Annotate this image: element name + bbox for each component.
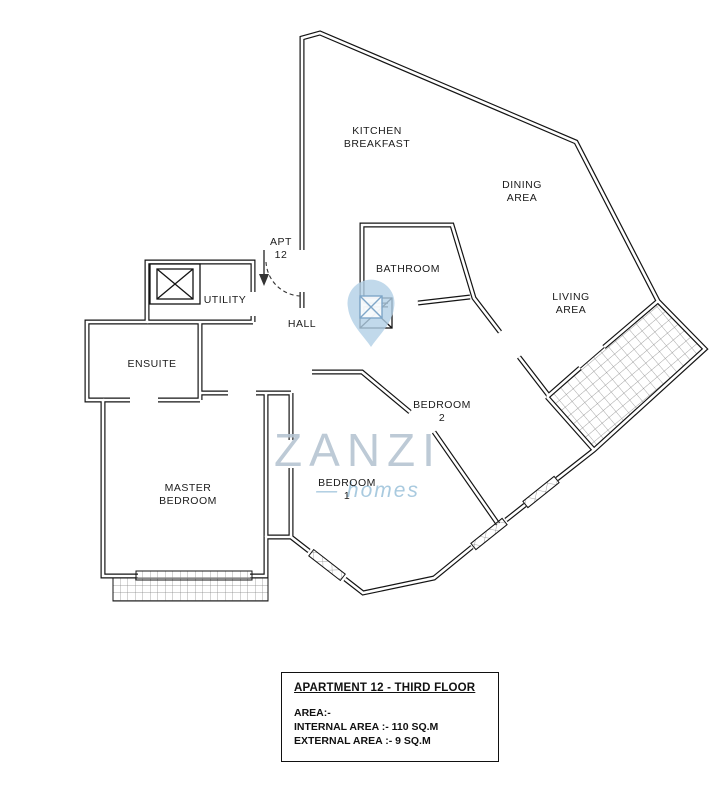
watermark: ZANZI — homes	[274, 279, 442, 502]
bathroom-label: BATHROOM	[376, 263, 440, 275]
utility-label: UTILITY	[204, 294, 247, 306]
bedroom2-label-line2: 2	[439, 412, 445, 424]
external-area-value: EXTERNAL AREA :- 9 SQ.M	[294, 735, 431, 747]
apt-label-line2: 12	[275, 249, 288, 261]
bedroom2-label-line1: BEDROOM	[413, 399, 471, 411]
entrance	[259, 250, 301, 297]
bedroom2-window	[522, 475, 560, 509]
dining-label-line2: AREA	[507, 192, 538, 204]
apt-label-line1: APT	[270, 236, 292, 248]
bedroom1-window	[308, 548, 346, 582]
hall-label: HALL	[288, 318, 316, 330]
exterior-walls-core	[85, 31, 707, 595]
room-labels: KITCHEN BREAKFAST DINING AREA APT 12 BAT…	[127, 125, 589, 507]
pin-inner-box	[359, 295, 383, 319]
kitchen-label-line1: KITCHEN	[352, 125, 402, 137]
living-label-line1: LIVING	[552, 291, 589, 303]
ensuite-label: ENSUITE	[127, 358, 176, 370]
lift-outer-box	[149, 263, 201, 305]
bedroom1-label-line2: 1	[344, 490, 350, 502]
door-swing-arc	[265, 261, 301, 297]
entrance-arrow-icon	[259, 274, 269, 286]
dining-label-line1: DINING	[502, 179, 542, 191]
lift-cross-icon	[156, 268, 194, 300]
kitchen-label-line2: BREAKFAST	[344, 138, 410, 150]
walls	[87, 33, 705, 593]
title-block: APARTMENT 12 - THIRD FLOOR AREA:- INTERN…	[281, 672, 499, 762]
exterior-walls-outline	[87, 33, 705, 593]
master-bedroom-window	[135, 570, 253, 581]
lift-shaft	[149, 263, 201, 305]
watermark-sub: — homes	[315, 479, 420, 502]
bottom-balcony-hatch	[112, 577, 269, 602]
internal-area-value: INTERNAL AREA :- 110 SQ.M	[294, 721, 439, 733]
windows	[135, 475, 560, 582]
area-heading: AREA:-	[294, 707, 331, 719]
pin-cross-icon	[359, 295, 383, 319]
title-block-title: APARTMENT 12 - THIRD FLOOR	[294, 682, 476, 694]
bedroom1-label-line1: BEDROOM	[318, 477, 376, 489]
master-label-line1: MASTER	[165, 482, 212, 494]
bedroom2-window-2	[470, 517, 508, 551]
lift-inner-box	[156, 268, 194, 300]
living-label-line2: AREA	[556, 304, 587, 316]
master-label-line2: BEDROOM	[159, 495, 217, 507]
watermark-brand: ZANZI	[274, 424, 442, 476]
